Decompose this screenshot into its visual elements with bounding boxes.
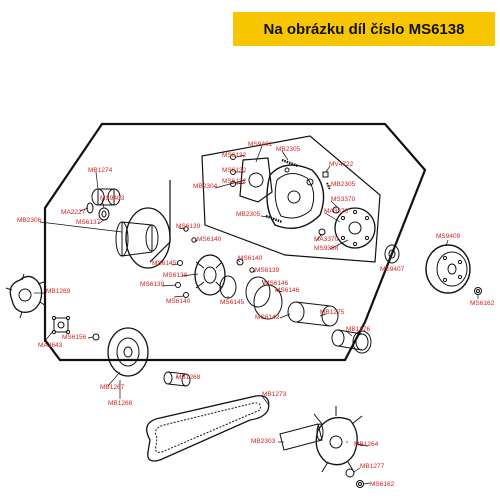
bushing-part [163,371,191,387]
seal-part [98,207,110,221]
pulley-fan-part [5,273,47,319]
spring-part [265,214,283,224]
part-label-ms3370a: MS3370 [331,196,356,203]
part-label-ms6140a: MS6140 [197,236,222,243]
washer-part [249,267,255,273]
bushing-part [331,329,372,354]
part-label-mb2304: MB2304 [193,183,218,190]
part-label-mv4722: MV4722 [329,161,354,168]
washer-part [332,206,340,214]
spring-part [326,182,331,191]
pin-part [322,171,329,178]
seal-part [384,244,400,264]
part-number-banner: Na obrázku díl číslo MS6138 [233,12,495,46]
part-label-ms6139b: MS6139 [255,267,280,274]
part-label-ms6146a: MS6146 [264,280,289,287]
part-label-ms6156: MS6156 [62,334,87,341]
part-label-mb1276: MB1276 [346,326,371,333]
clutch-group-outline [201,135,381,263]
part-label-ms9407: MS9407 [380,266,405,273]
bushing-part [287,301,339,327]
pulley-face-part [115,207,171,269]
part-label-ms6132b: MS6132 [222,167,247,174]
part-label-mb2305b: MB2305 [331,181,356,188]
part-label-mb1274: MB1274 [88,167,113,174]
clutch-plate-part [239,157,273,203]
washer-part [183,292,189,298]
nut-part [474,287,482,295]
part-label-ma2227: MA2227 [61,209,86,216]
part-label-mb1275: MB1275 [320,309,345,316]
bolt-part [191,237,197,243]
part-label-ms6146b: MS6146 [275,287,300,294]
part-label-ms6145a: MS6145 [152,260,177,267]
part-label-ms6139a: MS6139 [176,223,201,230]
part-label-mb2303: MB2303 [251,438,276,445]
washer-part [86,202,94,214]
part-label-ma3370: MA3370 [324,208,349,215]
banner-text: Na obrázku díl číslo MS6138 [263,20,465,38]
part-label-ms9401: MS9401 [248,141,273,148]
nut-part [356,480,364,488]
part-label-mb1268a: MB1268 [176,374,201,381]
washer-part [345,468,355,478]
movable-face-part [107,327,149,377]
part-label-ms6142: MS6142 [255,314,280,321]
cooling-fan-part [313,406,369,473]
part-label-mb2306: MB2306 [17,217,42,224]
part-label-ms6137: MS6137 [76,219,101,226]
leader-lines [34,145,479,485]
drive-belt-part [146,395,270,462]
part-label-mb2305c: MB2305 [236,211,261,218]
part-label-ms6145b: MS6145 [220,299,245,306]
part-label-mb2305a: MB2305 [276,146,301,153]
part-label-ms9409: MS9409 [436,233,461,240]
washer-part [175,282,181,288]
part-label-ms6140c: MS6140 [166,298,191,305]
assembly-group-outline [43,122,427,362]
part-label-ma2643: MA2643 [38,342,63,349]
washer-part [236,258,244,266]
part-labels: MS9401MB2305MS6132MV4722MS6132MS6132MB23… [17,141,495,488]
spring-plate-part [334,207,376,249]
part-label-mb1267: MB1267 [100,384,125,391]
clutch-bell-part [425,244,471,294]
washer-part [318,228,326,236]
variator-plate-part [194,254,226,296]
spring-part [281,158,299,168]
drive-belt-inner [155,402,261,453]
part-label-ms6162a: MS6162 [470,300,495,307]
part-label-ms6139c: MS6139 [140,281,165,288]
part-label-mb1269: MB1269 [46,288,71,295]
part-label-ms6132c: MS6132 [222,178,247,185]
part-label-mb1277: MB1277 [360,463,385,470]
part-label-ma3370b: MA3370 [314,236,339,243]
part-label-mb1273: MB1273 [262,391,287,398]
drive-group-outline [149,180,171,263]
part-label-mb1268b: MB1268 [108,400,133,407]
clutch-shoe-part [266,164,325,229]
washer-part [92,333,100,341]
part-label-ms9403: MS9403 [100,195,125,202]
part-label-ms6162b: MS6162 [370,481,395,488]
washer-part [177,260,183,266]
part-label-mb1264: MB1264 [354,441,379,448]
part-label-ms6138: MS6138 [163,272,188,279]
part-label-ms6140b: MS6140 [238,255,263,262]
slider-part [51,315,71,335]
part-label-ms6132a: MS6132 [222,152,247,159]
part-label-ms9398: MS9398 [314,245,339,252]
